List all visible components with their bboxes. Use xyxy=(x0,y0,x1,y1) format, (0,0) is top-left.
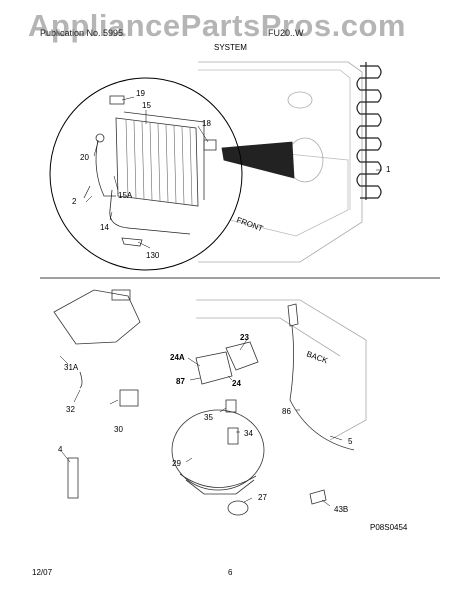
part-2-clip xyxy=(83,185,91,199)
detail-pointer xyxy=(221,141,295,179)
relay xyxy=(195,341,259,385)
part-label-86: 86 xyxy=(282,407,291,416)
part-label-2: 2 xyxy=(72,197,77,206)
part-label-24: 24 xyxy=(232,379,241,388)
part-label-20: 20 xyxy=(80,153,89,162)
part-label-30: 30 xyxy=(114,425,123,434)
evaporator xyxy=(95,111,205,235)
part-label-32: 32 xyxy=(66,405,75,414)
label-front: FRONT xyxy=(235,215,264,233)
part-label-24a: 24A xyxy=(170,353,185,362)
part-27-grommet xyxy=(227,500,249,516)
detail-circle xyxy=(49,77,243,271)
cabinet-bottom xyxy=(196,299,367,441)
part-4-drier xyxy=(67,457,79,499)
part-130-clip xyxy=(121,237,143,247)
part-label-34: 34 xyxy=(244,429,253,438)
part-label-15: 15 xyxy=(142,101,151,110)
footer-page-number: 6 xyxy=(228,568,233,577)
part-label-87: 87 xyxy=(176,377,185,386)
part-label-27: 27 xyxy=(258,493,267,502)
condenser-coil xyxy=(356,62,382,200)
header-publication: Publication No. 5995 xyxy=(40,28,124,38)
part-label-19: 19 xyxy=(136,89,145,98)
leader-lines xyxy=(59,96,382,507)
header-model: FU20..W xyxy=(268,28,304,38)
part-30-capacitor xyxy=(119,389,139,407)
part-label-5: 5 xyxy=(348,437,353,446)
part-19-pad xyxy=(109,95,125,105)
part-label-4: 4 xyxy=(58,445,63,454)
part-label-35: 35 xyxy=(204,413,213,422)
part-label-15a: 15A xyxy=(118,191,133,200)
drain-pan xyxy=(53,289,141,345)
part-label-31a: 31A xyxy=(64,363,79,372)
part-label-43b: 43B xyxy=(334,505,348,514)
part-label-130: 130 xyxy=(146,251,160,260)
diagram-code: P08S0454 xyxy=(370,523,408,532)
power-cord xyxy=(289,325,355,451)
footer-date: 12/07 xyxy=(32,568,53,577)
part-label-1: 1 xyxy=(386,165,391,174)
label-back: BACK xyxy=(305,349,329,365)
compressor xyxy=(171,399,265,495)
part-32-clip xyxy=(79,371,83,389)
part-overload xyxy=(287,303,299,327)
section-title: SYSTEM xyxy=(214,43,247,52)
part-43b-clip xyxy=(309,489,327,505)
part-label-18: 18 xyxy=(202,119,211,128)
part-label-23: 23 xyxy=(240,333,249,342)
part-18-pad xyxy=(203,139,217,151)
part-label-14: 14 xyxy=(100,223,109,232)
watermark: AppliancePartsPros.com xyxy=(28,8,406,43)
part-label-29: 29 xyxy=(172,459,181,468)
